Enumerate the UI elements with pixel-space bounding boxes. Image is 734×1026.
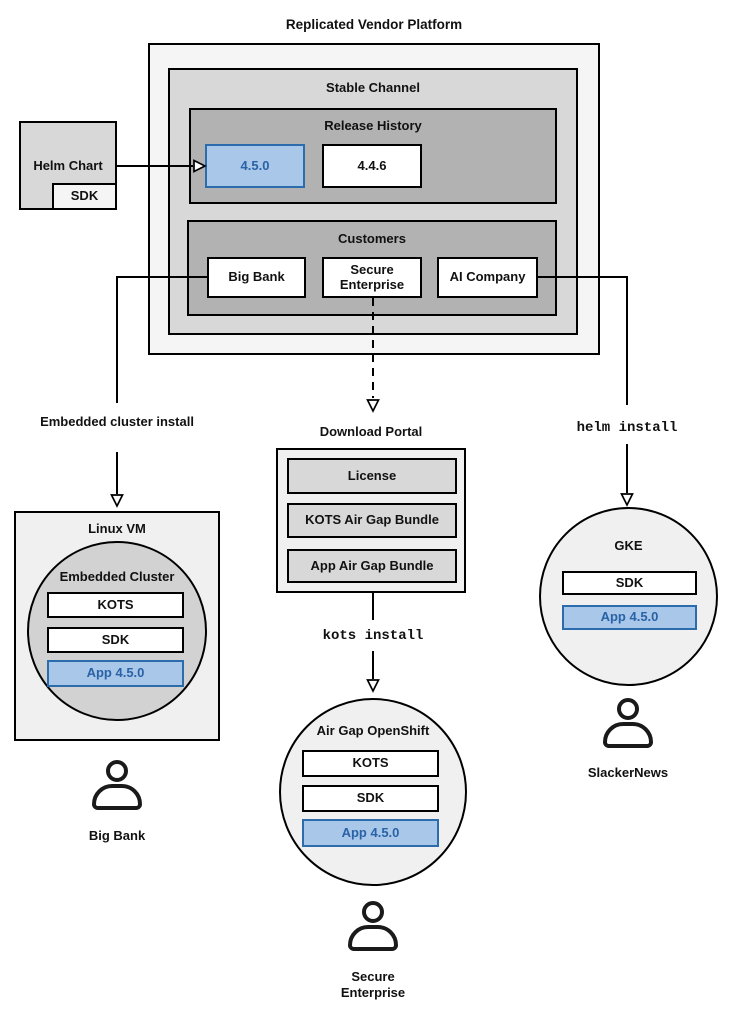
customer-node-ai-company: AI Company xyxy=(437,257,538,298)
slackernews-user-label: SlackerNews xyxy=(587,765,669,780)
customer-node-big-bank: Big Bank xyxy=(207,257,306,298)
customer-node-secure-enterprise: Secure Enterprise xyxy=(322,257,422,298)
user-body-icon xyxy=(603,722,653,748)
gke-app-node: App 4.5.0 xyxy=(562,605,697,630)
helm-chart-label: Helm Chart xyxy=(33,158,103,173)
download-portal-kots-bundle-node: KOTS Air Gap Bundle xyxy=(287,503,457,538)
air-gap-openshift-label: Air Gap OpenShift xyxy=(316,723,430,738)
gke-arrowhead-icon xyxy=(620,493,634,507)
gke-circle xyxy=(539,507,718,686)
secure-enterprise-user-icon xyxy=(345,901,401,963)
secure-enterprise-user-label: Secure Enterprise xyxy=(340,969,406,1000)
download-portal-label: Download Portal xyxy=(319,424,423,439)
big-bank-user-icon xyxy=(89,760,145,822)
user-head-icon xyxy=(106,760,128,782)
linux-vm-kots-node: KOTS xyxy=(47,592,184,618)
air-gap-kots-node: KOTS xyxy=(302,750,439,777)
gke-label: GKE xyxy=(614,538,643,553)
air-gap-arrowhead-icon xyxy=(366,679,380,693)
release-node-450: 4.5.0 xyxy=(205,144,305,188)
download-portal-arrowhead-icon xyxy=(366,399,380,413)
stable-channel-label: Stable Channel xyxy=(326,80,420,95)
diagram-title: Replicated Vendor Platform xyxy=(285,17,463,32)
linux-vm-sdk-node: SDK xyxy=(47,627,184,653)
customers-label: Customers xyxy=(338,231,406,246)
download-portal-app-bundle-node: App Air Gap Bundle xyxy=(287,549,457,583)
release-node-446: 4.4.6 xyxy=(322,144,422,188)
slackernews-user-icon xyxy=(600,698,656,760)
helm-chart-sdk-node: SDK xyxy=(52,183,117,210)
air-gap-app-node: App 4.5.0 xyxy=(302,819,439,847)
user-body-icon xyxy=(348,925,398,951)
download-portal-license-node: License xyxy=(287,458,457,494)
linux-vm-label: Linux VM xyxy=(88,521,146,536)
linux-vm-app-node: App 4.5.0 xyxy=(47,660,184,687)
user-head-icon xyxy=(617,698,639,720)
helm-install-label: helm install xyxy=(576,420,678,436)
embedded-cluster-label: Embedded Cluster xyxy=(59,569,175,584)
release-history-label: Release History xyxy=(324,118,422,133)
user-head-icon xyxy=(362,901,384,923)
user-body-icon xyxy=(92,784,142,810)
embedded-cluster-install-label: Embedded cluster install xyxy=(40,414,194,429)
gke-sdk-node: SDK xyxy=(562,571,697,595)
kots-install-label: kots install xyxy=(322,628,424,644)
air-gap-sdk-node: SDK xyxy=(302,785,439,812)
big-bank-user-label: Big Bank xyxy=(88,828,146,843)
linux-vm-arrowhead-icon xyxy=(110,494,124,508)
